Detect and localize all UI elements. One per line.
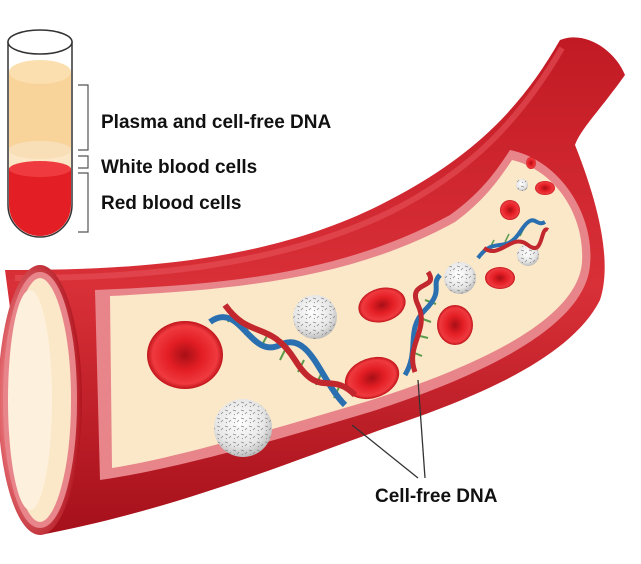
white-blood-cell-icon	[444, 262, 476, 294]
red-blood-cell-icon	[500, 200, 520, 220]
test-tube-icon	[7, 29, 73, 238]
white-blood-cell-icon	[293, 295, 337, 339]
dna-helix-icon	[476, 218, 550, 260]
dna-helix-icon	[402, 270, 442, 377]
white-blood-cells	[214, 179, 539, 457]
plasma-label: Plasma and cell-free DNA	[101, 112, 332, 133]
red-blood-cell-icon	[437, 305, 473, 345]
red-blood-cell-icon	[358, 287, 406, 323]
red-blood-cell-icon	[147, 321, 223, 389]
callout-lines	[351, 379, 426, 479]
red-blood-cell-icon	[344, 356, 400, 400]
cell-free-dna-label: Cell-free DNA	[375, 486, 498, 507]
red-blood-cell-icon	[526, 157, 536, 169]
white-blood-cell-icon	[214, 399, 272, 457]
white-blood-cells-label: White blood cells	[101, 157, 258, 178]
red-blood-cells-label: Red blood cells	[101, 193, 242, 214]
red-blood-cell-icon	[535, 181, 555, 195]
red-blood-cell-icon	[485, 267, 515, 289]
label-brackets	[78, 84, 89, 233]
white-blood-cell-icon	[516, 179, 528, 191]
dna-helix-icon	[208, 303, 358, 408]
red-blood-cells	[147, 157, 555, 400]
blood-vessel-icon	[0, 37, 625, 535]
dna-strands	[208, 218, 550, 408]
